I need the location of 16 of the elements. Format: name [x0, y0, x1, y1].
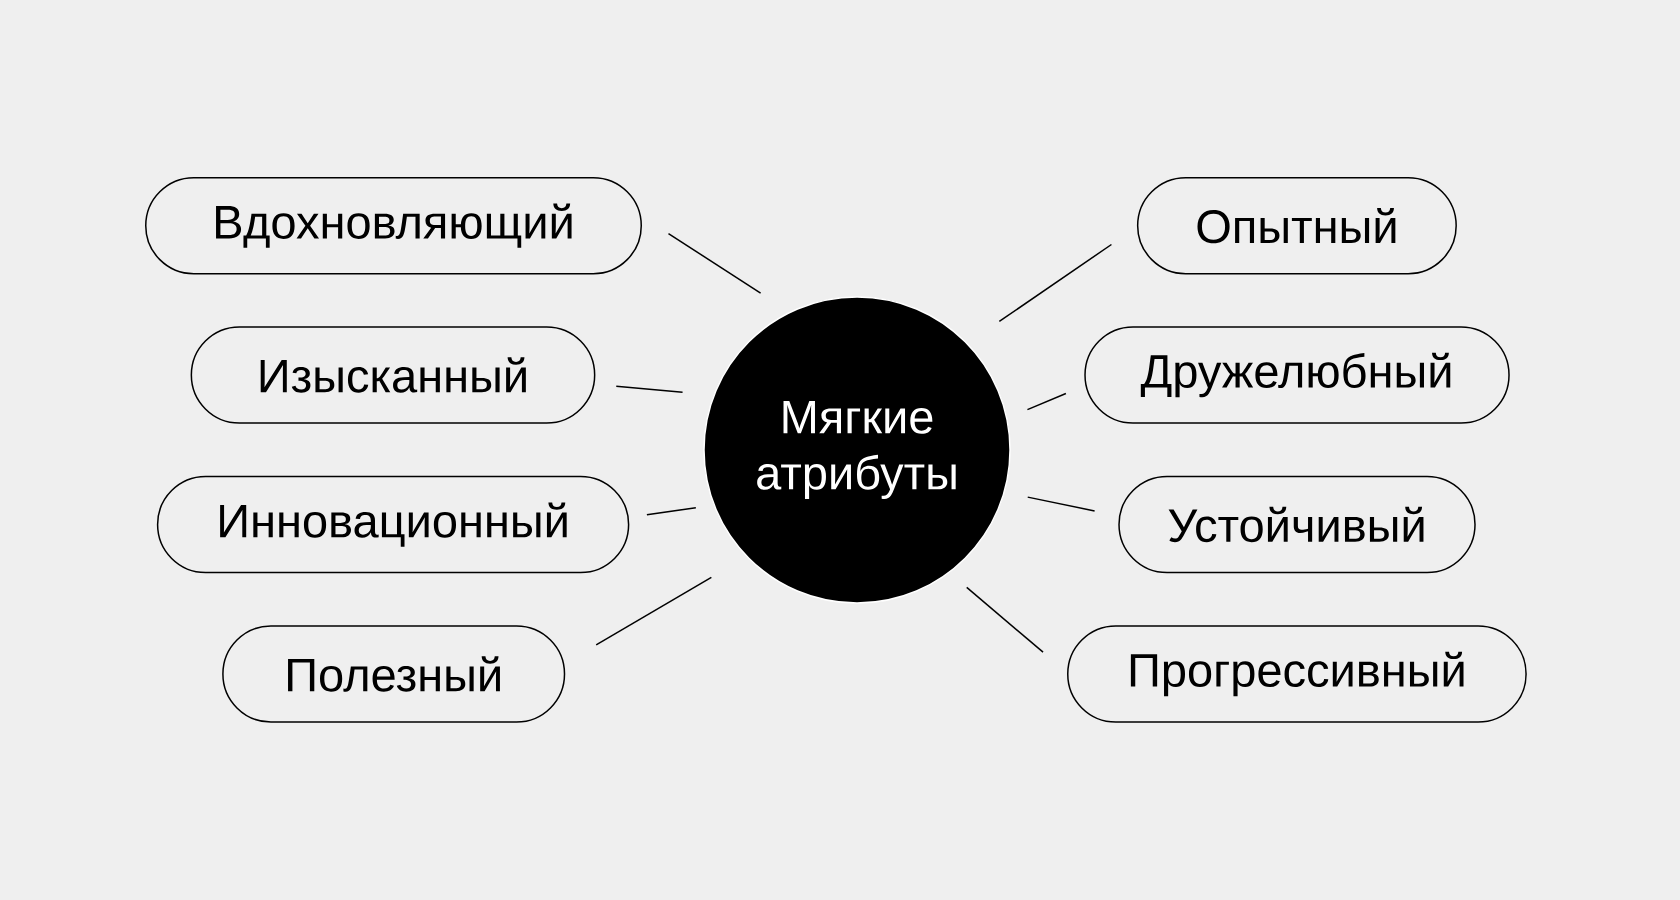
- pill-box: Вдохновляющий: [145, 176, 642, 275]
- connector-line: [595, 576, 713, 646]
- pill-box: Прогрессивный: [1067, 625, 1527, 723]
- connector-line: [667, 232, 762, 294]
- connector-line: [615, 385, 684, 393]
- pill-box: Изысканный: [190, 326, 596, 424]
- pill-box: Инновационный: [156, 475, 630, 574]
- pill-box: Устойчивый: [1118, 475, 1476, 574]
- pill-box: Полезный: [222, 625, 566, 723]
- connector-line: [1026, 392, 1067, 411]
- connector-line: [998, 243, 1113, 323]
- connector-line: [1027, 496, 1096, 512]
- connector-line: [966, 586, 1044, 653]
- connector-line: [646, 506, 697, 516]
- pill-box: Дружелюбный: [1084, 326, 1510, 424]
- pill-box: Опытный: [1136, 176, 1457, 275]
